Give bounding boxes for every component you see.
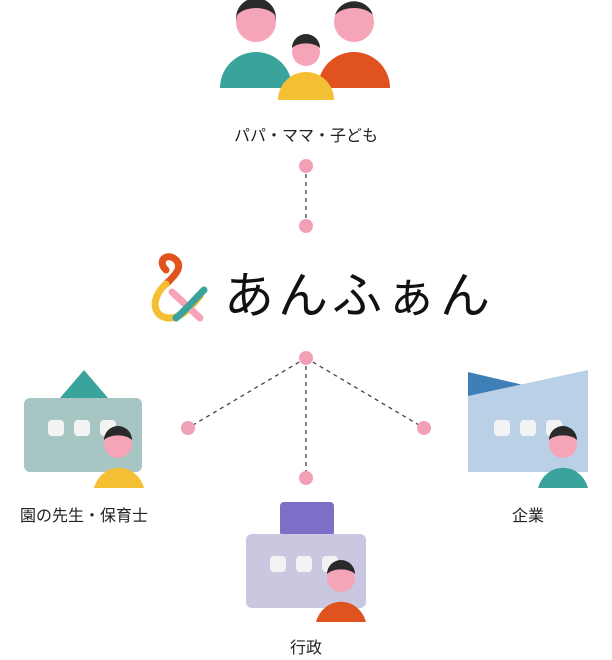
- ampersand-logo-icon: [151, 253, 208, 322]
- government-building-icon: [246, 502, 366, 622]
- dot-company: [417, 421, 431, 435]
- school-label: 園の先生・保育士: [19, 506, 148, 525]
- dot-school: [181, 421, 195, 435]
- dot-family-bottom: [299, 219, 313, 233]
- dot-hub: [299, 351, 313, 365]
- family-icon: [220, 0, 390, 100]
- dot-family-top: [299, 159, 313, 173]
- connector-company: [305, 357, 425, 429]
- family-label: パパ・ママ・子ども: [233, 126, 378, 145]
- school-building-icon: [24, 370, 144, 488]
- brand-name: あんふぁん: [224, 267, 494, 325]
- connector-school: [187, 357, 307, 429]
- dot-government: [299, 471, 313, 485]
- connector-lines: [187, 166, 425, 478]
- government-label: 行政: [289, 638, 322, 657]
- company-label: 企業: [511, 506, 544, 525]
- connector-dots: [181, 159, 431, 485]
- company-building-icon: [468, 370, 588, 488]
